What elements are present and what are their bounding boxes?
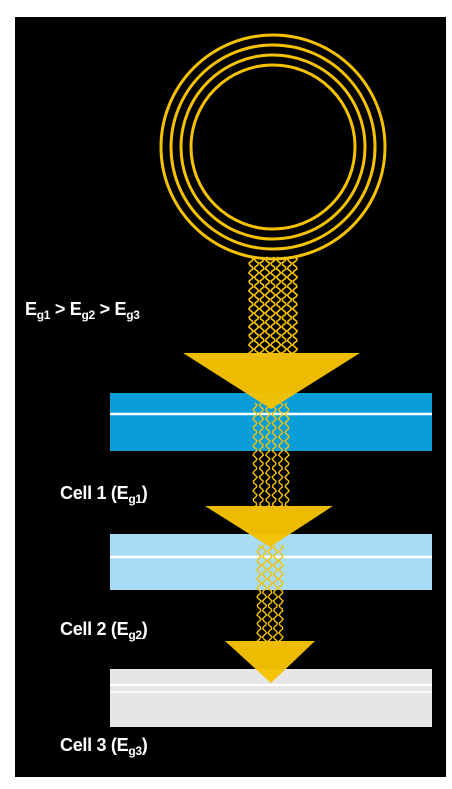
- sun-ring: [189, 63, 357, 231]
- cell-1-label: Cell 1 (Eg1): [60, 483, 148, 506]
- tandem-cell-diagram: Eg1 > Eg2 > Eg3 Cell 1 (Eg1) Cell 2 (Eg2…: [15, 17, 446, 777]
- bandgap-relation-label: Eg1 > Eg2 > Eg3: [25, 299, 140, 322]
- light-wave-strand: [271, 402, 278, 510]
- light-wave-strand: [278, 544, 284, 646]
- light-wave-strand: [272, 544, 279, 646]
- light-wave-strand: [277, 402, 284, 510]
- diagram-artwork: [110, 33, 432, 727]
- sun-ring: [159, 33, 387, 261]
- arrow-3: [225, 641, 315, 683]
- light-wave-strand: [258, 402, 265, 510]
- arrow-2: [205, 506, 333, 547]
- light-wave-strand: [264, 256, 271, 356]
- light-wave-strand: [291, 256, 299, 356]
- light-wave-strand: [247, 256, 255, 356]
- light-beam-lower: [252, 402, 290, 646]
- relation-term-2: Eg2: [69, 299, 95, 322]
- light-wave-strand: [264, 402, 271, 510]
- sun-rings-icon: [159, 33, 387, 261]
- light-wave-strand: [286, 256, 293, 356]
- relation-separator: >: [50, 299, 70, 319]
- relation-term-1: Eg1: [25, 299, 51, 322]
- relation-term-3: Eg3: [114, 299, 140, 322]
- light-wave-strand: [269, 256, 277, 356]
- light-wave-strand: [253, 256, 260, 356]
- arrow-1: [183, 353, 360, 409]
- light-wave-strand: [258, 256, 266, 356]
- sun-ring: [179, 53, 367, 241]
- light-wave-strand: [252, 402, 258, 510]
- light-wave-strand: [267, 544, 273, 646]
- cell-2-label: Cell 2 (Eg2): [60, 619, 148, 642]
- sun-ring: [169, 43, 377, 251]
- light-wave-strand: [256, 544, 262, 646]
- cell-3-label: Cell 3 (Eg3): [60, 735, 148, 758]
- relation-separator: >: [94, 299, 115, 319]
- light-beam-upper: [247, 256, 299, 356]
- light-wave-strand: [261, 544, 268, 646]
- light-wave-strand: [280, 256, 288, 356]
- light-wave-strand: [284, 402, 290, 510]
- light-wave-strand: [275, 256, 282, 356]
